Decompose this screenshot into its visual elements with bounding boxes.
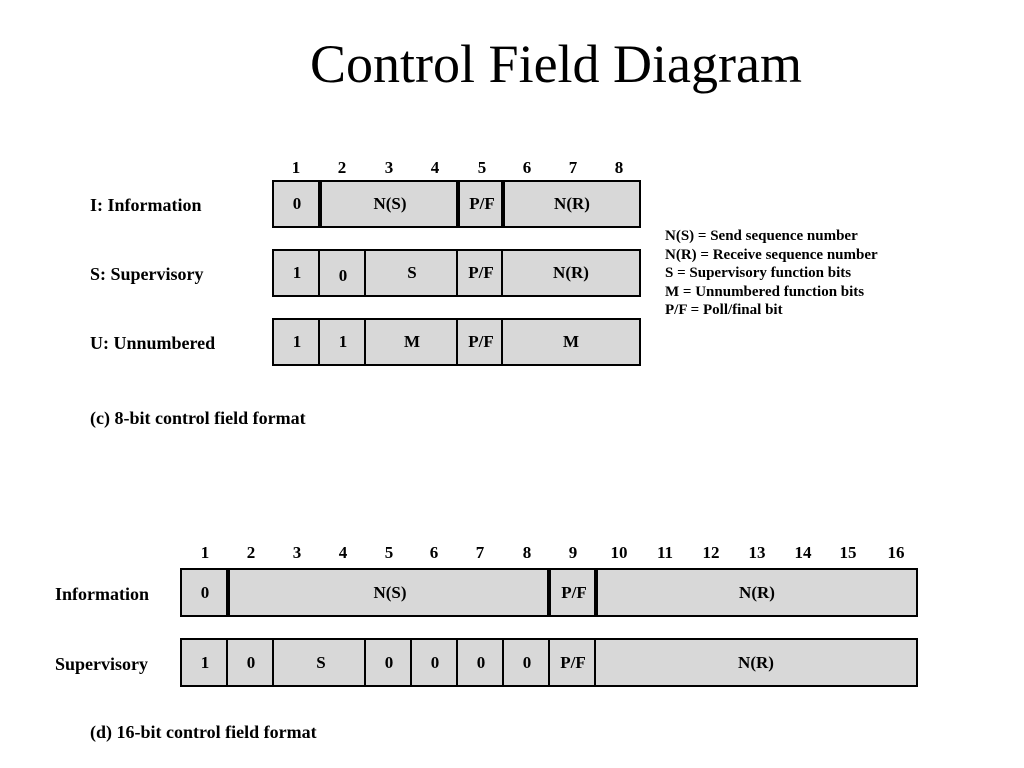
bit-number: 6 xyxy=(429,543,439,562)
row-label-unnumbered: U: Unnumbered xyxy=(90,333,216,353)
bit-number: 6 xyxy=(522,158,532,177)
field-bit: 0 xyxy=(318,249,366,297)
page-title: Control Field Diagram xyxy=(310,34,802,94)
field-nr: N(R) xyxy=(594,638,918,687)
bit-number: 4 xyxy=(430,158,440,177)
legend-item: N(R) = Receive sequence number xyxy=(665,246,878,263)
field-bit: 1 xyxy=(318,318,366,366)
bit-number: 1 xyxy=(200,543,210,562)
bit-number: 8 xyxy=(522,543,532,562)
field-m: M xyxy=(364,318,458,366)
row-label-information: I: Information xyxy=(90,195,202,215)
field-pf: P/F xyxy=(547,568,597,617)
bit-number: 4 xyxy=(338,543,348,562)
caption-8bit: (c) 8-bit control field format xyxy=(90,408,306,428)
legend: N(S) = Send sequence number N(R) = Recei… xyxy=(665,227,878,320)
bit-number: 1 xyxy=(291,158,301,177)
bit-number: 10 xyxy=(610,543,628,562)
field-bit: 0 xyxy=(226,638,274,687)
bit-number: 15 xyxy=(839,543,857,562)
bit-number: 16 xyxy=(887,543,905,562)
field-ns: N(S) xyxy=(318,180,458,228)
bit-number: 13 xyxy=(748,543,766,562)
caption-16bit: (d) 16-bit control field format xyxy=(90,722,317,742)
legend-item: S = Supervisory function bits xyxy=(665,265,852,281)
field-pf: P/F xyxy=(456,249,504,297)
field-bit: 0 xyxy=(272,180,320,228)
field-nr: N(R) xyxy=(501,180,641,228)
legend-item: N(S) = Send sequence number xyxy=(665,228,858,244)
row-label-supervisory: Supervisory xyxy=(55,654,149,674)
row-label-supervisory: S: Supervisory xyxy=(90,264,204,284)
legend-item: M = Unnumbered function bits xyxy=(665,283,865,300)
field-nr: N(R) xyxy=(594,568,918,617)
field-bit: 1 xyxy=(272,318,320,366)
field-m: M xyxy=(501,318,641,366)
bit-number: 12 xyxy=(702,543,720,562)
legend-item: P/F = Poll/final bit xyxy=(665,302,783,318)
field-bit: 0 xyxy=(410,638,458,687)
field-ns: N(S) xyxy=(226,568,550,617)
field-nr: N(R) xyxy=(501,249,641,297)
bit-number: 2 xyxy=(337,158,347,177)
bit-number: 3 xyxy=(384,158,394,177)
bit-number: 5 xyxy=(477,158,487,177)
field-bit: 1 xyxy=(272,249,320,297)
bit-number: 7 xyxy=(568,158,578,177)
bit-number: 9 xyxy=(568,543,578,562)
bit-number: 3 xyxy=(292,543,302,562)
bit-number: 14 xyxy=(794,543,812,562)
field-bit: 0 xyxy=(502,638,550,687)
bit-number: 7 xyxy=(475,543,485,562)
field-bit: 0 xyxy=(456,638,504,687)
field-s: S xyxy=(272,638,368,687)
bit-number: 8 xyxy=(614,158,624,177)
field-bit: 0 xyxy=(180,568,228,617)
field-pf: P/F xyxy=(456,318,504,366)
field-bit: 0 xyxy=(364,638,412,687)
bit-number: 11 xyxy=(656,543,674,562)
bit-number: 2 xyxy=(246,543,256,562)
field-pf: P/F xyxy=(548,638,596,687)
row-label-information: Information xyxy=(55,584,149,604)
field-bit: 1 xyxy=(180,638,228,687)
bit-number: 5 xyxy=(384,543,394,562)
field-pf: P/F xyxy=(456,180,504,228)
field-s: S xyxy=(364,249,458,297)
